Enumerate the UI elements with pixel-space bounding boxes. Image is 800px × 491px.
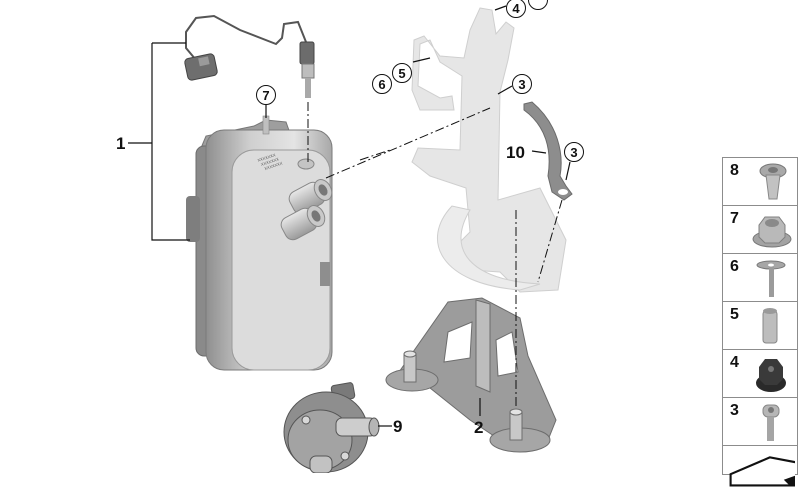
callout-10: 10 bbox=[506, 143, 525, 162]
legend-number: 3 bbox=[730, 402, 739, 419]
connector bbox=[184, 53, 218, 81]
strap bbox=[523, 101, 573, 201]
lower-bracket bbox=[385, 297, 557, 453]
legend-item-5: 5 bbox=[722, 301, 798, 349]
hex-nut-icon bbox=[752, 216, 792, 248]
callout-9: 9 bbox=[393, 417, 403, 436]
grommet-nut-icon bbox=[756, 359, 786, 392]
spacer-sleeve-icon bbox=[762, 308, 778, 344]
legend-item-6: 6 bbox=[722, 253, 798, 301]
callout-3-circled-bracket: 3 bbox=[512, 74, 532, 94]
fastener-legend-panel: 8 7 6 5 bbox=[722, 157, 798, 487]
legend-item-8: 8 bbox=[722, 157, 798, 205]
callout-3-circled-strap: 3 bbox=[564, 142, 584, 162]
legend-number: 4 bbox=[730, 354, 739, 371]
leader-lines bbox=[128, 5, 571, 427]
svg-text:XXXXXXX: XXXXXXX bbox=[260, 156, 280, 167]
callout-1: 1 bbox=[116, 134, 126, 153]
sensor-cable bbox=[185, 14, 307, 61]
legend-item-3: 3 bbox=[722, 397, 798, 445]
callout-6-circled: 6 bbox=[372, 74, 392, 94]
water-pump bbox=[283, 382, 380, 473]
callout-5-circled: 5 bbox=[392, 63, 412, 83]
legend-number: 7 bbox=[730, 210, 739, 227]
callout-7-circled: 7 bbox=[256, 85, 276, 105]
upper-bracket bbox=[411, 7, 567, 293]
legend-item-4: 4 bbox=[722, 349, 798, 397]
temperature-sensor bbox=[299, 41, 315, 65]
assembly-axes bbox=[307, 102, 563, 408]
torx-bolt-icon bbox=[762, 404, 780, 441]
expanding-rivet-icon bbox=[759, 163, 787, 200]
callout-2: 2 bbox=[474, 418, 484, 437]
svg-text:XXXXXXX: XXXXXXX bbox=[257, 152, 277, 163]
callout-4-circled: 4 bbox=[506, 0, 526, 18]
legend-item-7: 7 bbox=[722, 205, 798, 253]
legend-number: 8 bbox=[730, 162, 739, 179]
legend-number: 5 bbox=[730, 306, 739, 323]
bracket-shape-icon bbox=[729, 456, 795, 487]
legend-number: 6 bbox=[730, 258, 739, 275]
legend-item-partial bbox=[722, 445, 798, 487]
screw-washer-icon bbox=[756, 260, 786, 297]
svg-text:XXXXXXX: XXXXXXX bbox=[264, 160, 284, 171]
